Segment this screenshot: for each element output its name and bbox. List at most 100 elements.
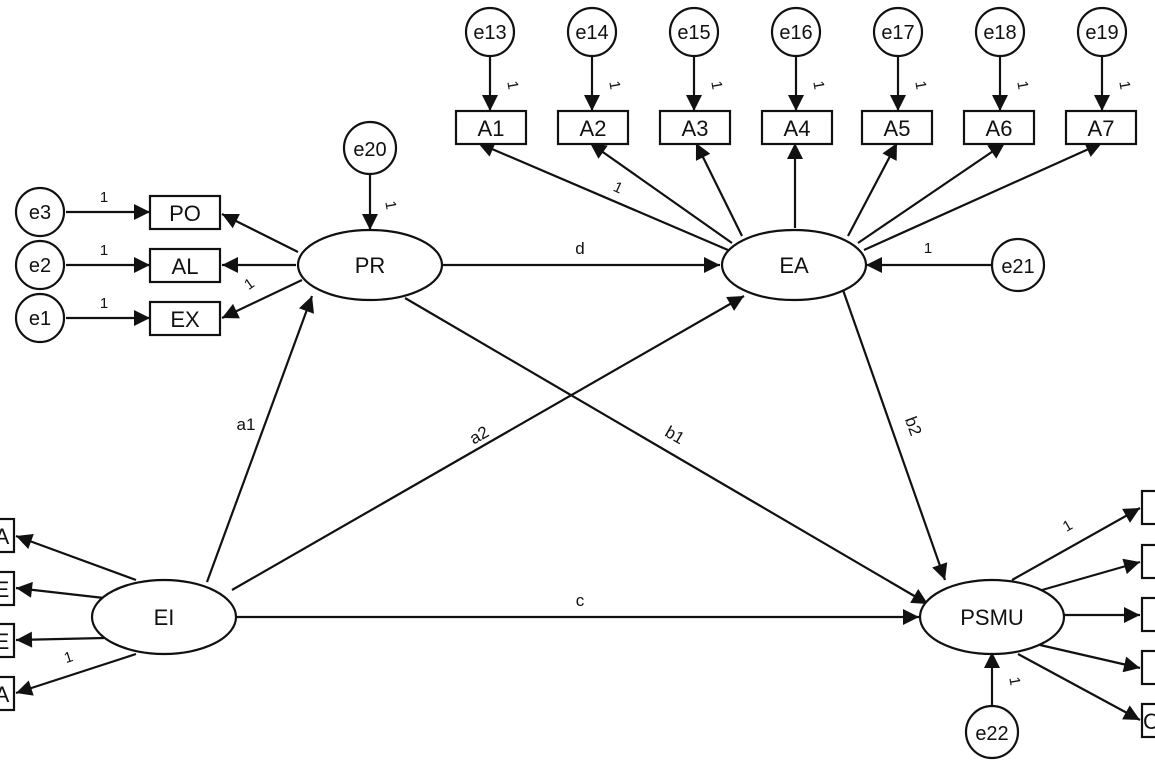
svg-text:e19: e19 xyxy=(1085,22,1118,44)
svg-text:E: E xyxy=(0,629,9,654)
fixed-label-e18: 1 xyxy=(1013,80,1031,91)
error-e13: e13 xyxy=(464,6,516,58)
svg-text:A: A xyxy=(0,682,10,707)
error-e22: e22 xyxy=(964,704,1020,760)
loading-ei-1-arrow xyxy=(15,533,137,582)
svg-text:e15: e15 xyxy=(677,22,710,44)
svg-text:EX: EX xyxy=(170,307,200,332)
path-label-a1: a1 xyxy=(237,415,256,434)
svg-text:e3: e3 xyxy=(29,202,51,224)
svg-text:A6: A6 xyxy=(986,116,1013,141)
error-e3: e3 xyxy=(14,186,66,238)
svg-text:e18: e18 xyxy=(983,22,1016,44)
path-label-b2: b2 xyxy=(901,414,925,438)
indicator-psmu-5: C xyxy=(1140,702,1155,739)
loading-ea-a3-arrow xyxy=(695,142,743,237)
loading-ei-3-arrow xyxy=(15,631,105,648)
loading-psmu-2-arrow xyxy=(1034,558,1141,594)
loading-ea-a7-arrow xyxy=(863,141,1103,252)
latent-ei: EI xyxy=(90,578,238,656)
svg-text:e13: e13 xyxy=(473,22,506,44)
path-label-a2: a2 xyxy=(466,422,492,448)
path-b2-arrow xyxy=(841,289,948,581)
fixed-label-e20: 1 xyxy=(381,200,399,211)
error-e17: e17 xyxy=(872,6,924,58)
loading-psmu-1-arrow xyxy=(1011,507,1141,581)
fixed-label-e15: 1 xyxy=(707,80,725,91)
error-e16: e16 xyxy=(770,6,822,58)
svg-text:A2: A2 xyxy=(580,116,607,141)
indicator-psmu-1 xyxy=(1140,489,1155,526)
error-e21: e21 xyxy=(990,237,1046,293)
error-e1: e1 xyxy=(14,292,66,344)
indicator-a1: A1 xyxy=(454,109,528,146)
svg-text:e22: e22 xyxy=(975,723,1008,745)
indicator-psmu-2 xyxy=(1140,543,1155,580)
indicator-a4: A4 xyxy=(760,109,834,146)
svg-text:A: A xyxy=(0,524,10,549)
indicator-a7: A7 xyxy=(1064,109,1138,146)
fixed-label-e21: 1 xyxy=(924,240,932,257)
loading-ea-a1-arrow xyxy=(477,141,729,252)
fixed-label-e3: 1 xyxy=(100,189,108,206)
indicator-a3: A3 xyxy=(658,109,732,146)
svg-text:EI: EI xyxy=(154,605,175,630)
indicator-ei-4: A xyxy=(0,675,16,712)
loading-psmu-4-arrow xyxy=(1039,643,1141,673)
indicator-psmu-4 xyxy=(1140,649,1155,686)
svg-text:A7: A7 xyxy=(1088,116,1115,141)
loading-psmu-5-arrow xyxy=(1017,653,1141,721)
fixed-label-e22: 1 xyxy=(1005,676,1023,687)
error-e19: e19 xyxy=(1076,6,1128,58)
loading-ei-2-arrow xyxy=(15,581,105,600)
path-a1-arrow xyxy=(205,295,314,583)
loading-ei-4-arrow xyxy=(15,652,137,696)
path-label-b1: b1 xyxy=(662,422,688,448)
loading-ea-a6-arrow xyxy=(857,142,1006,244)
indicator-a5: A5 xyxy=(860,109,934,146)
latent-psmu: PSMU xyxy=(918,578,1066,656)
svg-text:EA: EA xyxy=(779,253,809,278)
svg-text:PR: PR xyxy=(355,253,386,278)
fixed-label-ea-a2: 1 xyxy=(611,178,626,197)
indicator-po: PO xyxy=(148,194,222,231)
fixed-label-psmu-1: 1 xyxy=(1060,517,1076,536)
fixed-label-e2: 1 xyxy=(100,242,108,259)
fixed-label-e17: 1 xyxy=(911,80,929,91)
fixed-label-pr-al: 1 xyxy=(241,275,258,294)
loading-pr-ex-arrow xyxy=(221,279,303,319)
indicator-psmu-3 xyxy=(1140,596,1155,633)
svg-text:C: C xyxy=(1143,709,1155,734)
svg-text:PO: PO xyxy=(169,201,201,226)
error-e14: e14 xyxy=(566,6,618,58)
fixed-label-ei-4: 1 xyxy=(62,648,75,667)
svg-text:e20: e20 xyxy=(353,139,386,161)
fixed-label-e14: 1 xyxy=(605,80,623,91)
svg-text:e14: e14 xyxy=(575,22,608,44)
path-b1-arrow xyxy=(404,297,929,605)
svg-text:e21: e21 xyxy=(1001,256,1034,278)
error-e20: e20 xyxy=(342,120,398,176)
path-a2-arrow xyxy=(231,295,745,591)
svg-text:A1: A1 xyxy=(478,116,505,141)
latent-ea: EA xyxy=(720,228,868,302)
indicator-ei-1: A xyxy=(0,517,16,554)
indicator-ei-3: E xyxy=(0,622,16,659)
path-label-d: d xyxy=(575,239,584,258)
loading-ea-a2-arrow xyxy=(589,142,733,244)
svg-text:A4: A4 xyxy=(784,116,811,141)
svg-text:A5: A5 xyxy=(884,116,911,141)
svg-text:e1: e1 xyxy=(29,308,51,330)
indicator-a2: A2 xyxy=(556,109,630,146)
svg-text:e2: e2 xyxy=(29,255,51,277)
error-e18: e18 xyxy=(974,6,1026,58)
indicator-ex: EX xyxy=(148,300,222,337)
svg-text:e16: e16 xyxy=(779,22,812,44)
svg-text:A3: A3 xyxy=(682,116,709,141)
svg-text:E: E xyxy=(0,577,9,602)
latent-pr: PR xyxy=(296,228,444,302)
loading-pr-po-arrow xyxy=(221,213,299,253)
fixed-label-e19: 1 xyxy=(1115,80,1133,91)
indicator-a6: A6 xyxy=(962,109,1036,146)
